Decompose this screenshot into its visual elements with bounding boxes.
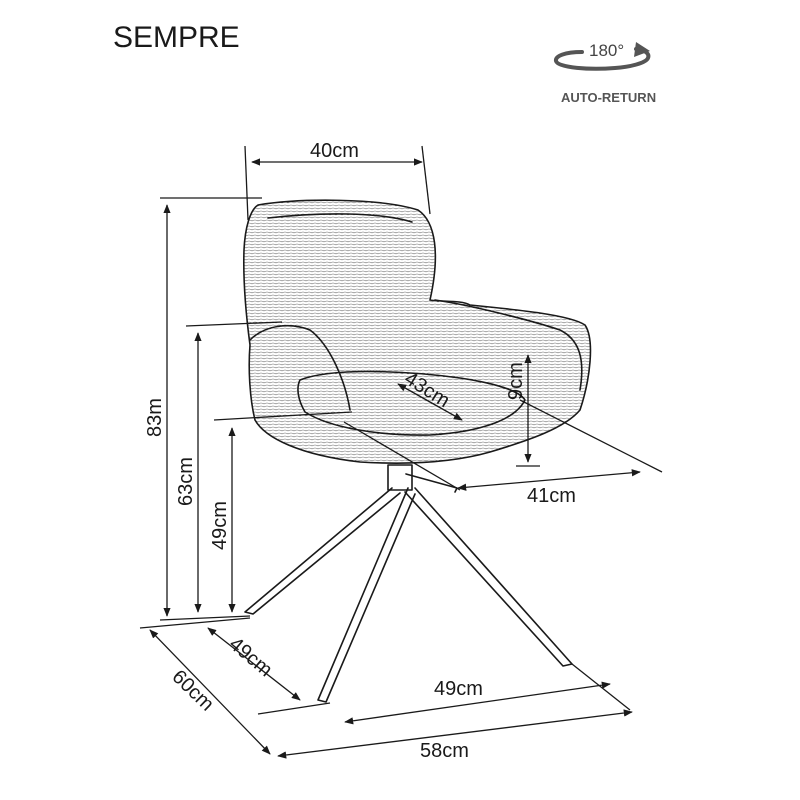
total-depth-label: 60cm xyxy=(168,666,218,716)
backrest-top-edge xyxy=(267,213,413,223)
left-armrest xyxy=(249,324,351,411)
auto-return-badge: 180° AUTO-RETURN xyxy=(554,41,656,105)
rotation-angle: 180° xyxy=(589,41,624,60)
total-height-label: 83m xyxy=(144,398,166,437)
backrest-width-label: 40cm xyxy=(310,140,359,162)
leg-front-right xyxy=(404,487,573,667)
swivel-column xyxy=(387,464,413,491)
chair-drawing xyxy=(243,199,592,464)
product-title: SEMPRE xyxy=(113,21,240,54)
leg-back-left xyxy=(244,487,401,615)
base-depth-label: 49cm xyxy=(225,633,277,681)
right-armrest xyxy=(434,299,583,391)
seat-width-label: 41cm xyxy=(527,485,576,507)
armrest-height-label: 63cm xyxy=(175,457,197,506)
auto-return-label: AUTO-RETURN xyxy=(561,90,656,105)
seat-cushion xyxy=(297,370,526,436)
leg-back-right xyxy=(405,473,458,493)
seat-height-label: 49cm xyxy=(209,501,231,550)
total-width-label: 58cm xyxy=(420,740,469,762)
chair-base xyxy=(244,464,573,703)
base-width-label: 49cm xyxy=(434,678,483,700)
leg-front-left xyxy=(317,487,416,703)
rotation-arrow-icon xyxy=(554,42,651,71)
dimension-lines xyxy=(139,145,663,759)
chair-outline xyxy=(243,199,592,464)
armrest-to-seat-label: 9cm xyxy=(505,362,527,400)
